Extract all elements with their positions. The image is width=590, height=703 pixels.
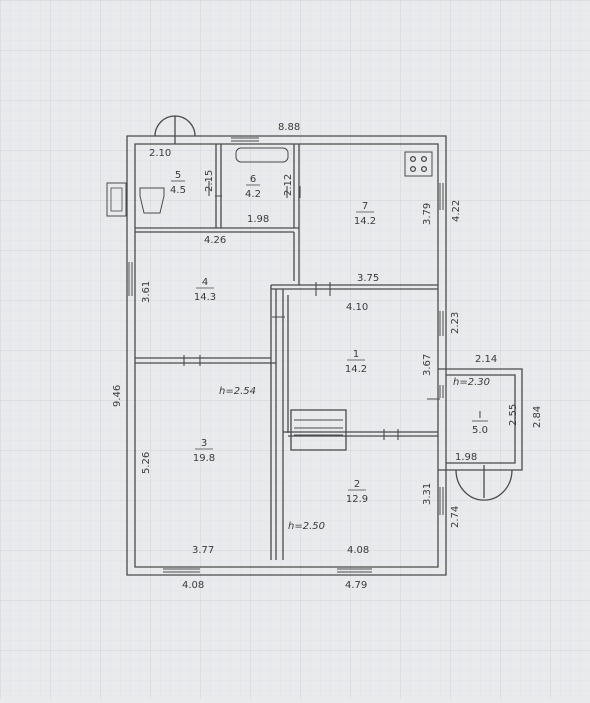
svg-text:6: 6 — [250, 174, 256, 185]
room-1: 1 14.2 — [345, 349, 367, 375]
wall-1-2 — [283, 431, 438, 437]
room-6: 6 4.2 — [245, 174, 261, 200]
svg-text:7: 7 — [362, 201, 368, 212]
wall-7-bottom — [271, 284, 438, 290]
dim-2-55: 2.55 — [508, 404, 519, 426]
wall-4-3 — [135, 357, 276, 364]
room-labels: 5 4.5 6 4.2 7 14.2 4 14.3 1 14.2 3 19.8 — [170, 170, 488, 505]
svg-text:14.2: 14.2 — [354, 216, 376, 227]
labels: 8.88 2.10 2.15 2.12 1.98 4.26 3.79 4.2 2 … — [112, 122, 543, 591]
outer-wall — [126, 135, 447, 576]
dim-3-67: 3.67 — [422, 354, 433, 376]
room-3: 3 19.8 — [193, 438, 215, 464]
dim-3-79: 3.79 — [422, 203, 433, 225]
svg-text:4: 4 — [202, 277, 208, 288]
svg-text:19.8: 19.8 — [193, 453, 215, 464]
porch-wall — [438, 368, 523, 471]
dim-4-26: 4.26 — [204, 235, 226, 246]
room-4: 4 14.3 — [194, 277, 216, 303]
svg-text:5.0: 5.0 — [472, 425, 488, 436]
room-I: I 5.0 — [472, 410, 488, 436]
dim-5-26: 5.26 — [141, 452, 152, 474]
dim-left: 9.46 — [112, 385, 123, 407]
wall-corridor-right — [282, 289, 289, 560]
svg-text:12.9: 12.9 — [346, 494, 368, 505]
svg-text:3: 3 — [201, 438, 207, 449]
dim-3-61: 3.61 — [141, 281, 152, 303]
svg-text:5: 5 — [175, 170, 181, 181]
wall-corridor-left — [270, 285, 277, 560]
height-porch: h=2.30 — [453, 377, 490, 388]
dim-4-22: 4.22 — [451, 200, 462, 222]
wall-5-6 — [215, 144, 222, 228]
height-room-2: h=2.50 — [288, 521, 325, 532]
dim-2-74: 2.74 — [450, 506, 461, 528]
wall-6-7 — [293, 144, 300, 285]
height-room-3: h=2.54 — [219, 386, 256, 397]
toilet — [139, 187, 165, 214]
dim-2-12: 2.12 — [283, 174, 294, 196]
door-porch — [455, 465, 513, 501]
kitchen-stove — [404, 151, 433, 177]
svg-text:14.2: 14.2 — [345, 364, 367, 375]
bathtub — [235, 147, 289, 163]
door-ticks — [183, 181, 440, 440]
outer-wall-inner — [134, 143, 439, 568]
room-5: 5 4.5 — [170, 170, 186, 196]
svg-text:1: 1 — [353, 349, 359, 360]
dim-2-14: 2.14 — [475, 354, 497, 365]
svg-text:4.5: 4.5 — [170, 185, 186, 196]
room-7: 7 14.2 — [354, 201, 376, 227]
dim-top: 8.88 — [278, 122, 300, 133]
wall-top-row — [135, 227, 299, 233]
dim-4-08-inner: 4.08 — [347, 545, 369, 556]
dim-3-75: 3.75 — [357, 273, 379, 284]
dim-1-98-porch: 1.98 — [455, 452, 477, 463]
porch-wall-inner — [446, 374, 516, 464]
svg-text:I: I — [479, 410, 482, 421]
dim-4-10: 4.10 — [346, 302, 368, 313]
svg-text:14.3: 14.3 — [194, 292, 216, 303]
dim-2-84: 2.84 — [532, 406, 543, 428]
boiler — [106, 182, 127, 217]
dim-bottom-left: 4.08 — [182, 580, 204, 591]
dim-3-77: 3.77 — [192, 545, 214, 556]
dim-1-98-top: 1.98 — [247, 214, 269, 225]
svg-text:4.2: 4.2 — [245, 189, 261, 200]
stove — [290, 409, 347, 451]
svg-text:2: 2 — [354, 479, 360, 490]
dim-2-10: 2.10 — [149, 148, 171, 159]
dim-bottom-right: 4.79 — [345, 580, 367, 591]
dim-2-15: 2.15 — [204, 170, 215, 192]
windows — [128, 137, 444, 573]
dim-2-23: 2.23 — [450, 312, 461, 334]
room-2: 2 12.9 — [346, 479, 368, 505]
dim-3-31: 3.31 — [422, 483, 433, 505]
door-top — [154, 115, 196, 144]
